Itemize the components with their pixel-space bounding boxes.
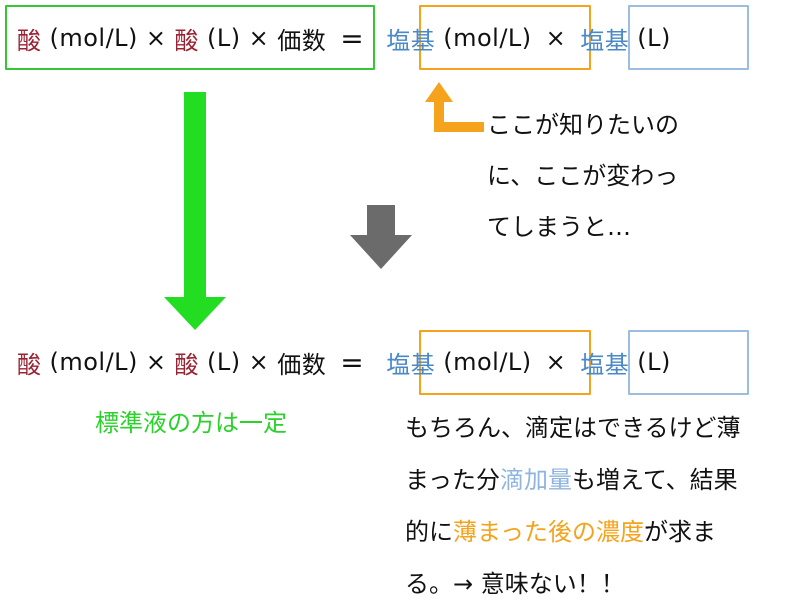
acid-concentration-unit: (mol/L) [49,348,138,376]
orange-bent-arrow [425,82,484,132]
acid-concentration-unit: (mol/L) [49,24,138,52]
note-bottom-line1: もちろん、滴定はできるけど薄 [405,414,741,442]
base-concentration-unit: (mol/L) [443,348,532,376]
acid-label: 酸 [174,26,200,55]
times-sign: × [545,24,567,52]
note-text: が求ま [644,518,717,546]
acid-label: 酸 [174,350,200,379]
base-label: 塩基 [386,26,436,55]
base-concentration-highlight-box [419,5,591,70]
titration-volume-highlight: 滴加量 [500,466,573,494]
green-down-arrow [164,92,226,330]
note-top: ここが知りたいの に、ここが変わっ てしまうと… [487,104,679,248]
note-text: まった分 [405,466,501,494]
times-sign: × [248,24,270,52]
note-text: も増えて、結果 [572,466,738,494]
note-text: 的に [405,518,453,546]
diluted-concentration-highlight: 薄まった後の濃度 [453,518,645,546]
times-sign: × [145,348,167,376]
valence-label: 価数 [277,350,327,379]
valence-label: 価数 [277,26,327,55]
base-label: 塩基 [386,350,436,379]
note-bottom: もちろん、滴定はできるけど薄 まった分滴加量も増えて、結果 的に薄まった後の濃度… [405,402,741,610]
base-label: 塩基 [580,26,630,55]
base-volume-box-2 [628,330,749,395]
base-concentration-highlight-box-2 [419,330,591,395]
times-sign: × [248,348,270,376]
note-top-line1: ここが知りたいの [487,111,679,139]
times-sign: × [145,24,167,52]
note-top-line2: に、ここが変わっ [487,162,679,190]
acid-label: 酸 [17,350,42,379]
note-standard-constant: 標準液の方は一定 [95,409,287,437]
note-bottom-line2: まった分滴加量も増えて、結果 [405,454,741,506]
times-sign: × [545,348,567,376]
base-concentration-unit: (mol/L) [443,24,532,52]
left-side-highlight-box [5,5,375,70]
equals-sign: = [340,345,365,379]
equals-sign: = [340,21,365,55]
base-volume-unit: (L) [637,24,671,52]
note-bottom-line4: る。→ 意味ない！！ [405,570,625,598]
base-volume-unit: (L) [637,348,671,376]
equation-bottom: 酸 (mol/L) × 酸 (L) × 価数 = 塩基 (mol/L) × 塩基… [17,332,671,392]
acid-label: 酸 [17,26,42,55]
base-volume-box [628,5,749,70]
base-label: 塩基 [580,350,630,379]
gray-down-arrow [350,205,412,269]
note-top-line3: てしまうと… [487,213,631,241]
acid-volume-unit: (L) [207,24,241,52]
equation-top: 酸 (mol/L) × 酸 (L) × 価数 = 塩基 (mol/L) × 塩基… [17,8,671,68]
note-bottom-line3: 的に薄まった後の濃度が求ま [405,506,741,558]
acid-volume-unit: (L) [207,348,241,376]
